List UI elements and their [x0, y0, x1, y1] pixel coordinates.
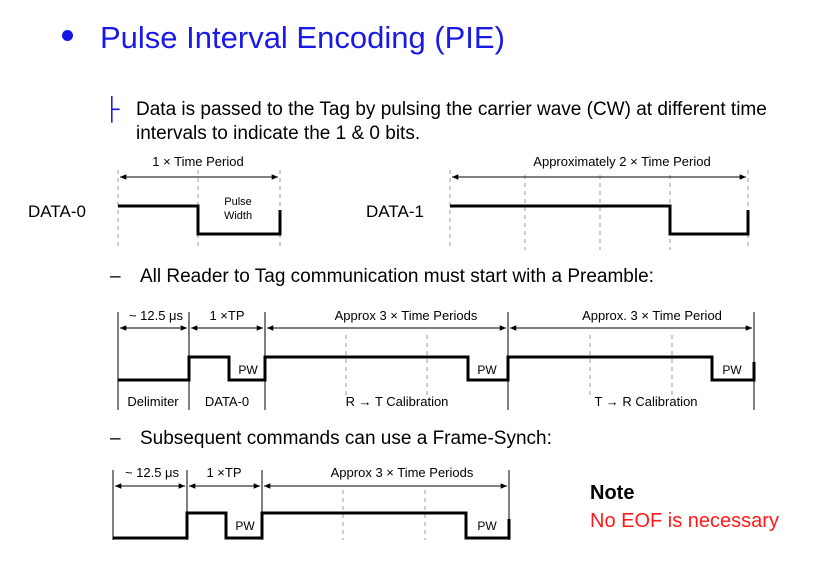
framesync-tp-span: 1 ×TP: [206, 465, 241, 480]
preamble-rtcal-span: Approx 3 × Time Periods: [335, 308, 478, 323]
data1-span-label: Approximately 2 × Time Period: [533, 154, 710, 169]
data0-diagram: 1 × Time Period Pulse Width: [117, 154, 282, 250]
note-text: No EOF is necessary: [590, 510, 779, 532]
framesync-heading: Subsequent commands can use a Frame-Sync…: [140, 428, 552, 449]
preamble-trcal-label: T → R Calibration: [594, 394, 697, 409]
data1-diagram: Approximately 2 × Time Period: [449, 154, 750, 250]
intro-paragraph: Data is passed to the Tag by pulsing the…: [136, 98, 767, 146]
preamble-pw-3: PW: [722, 363, 742, 377]
preamble-tp-span: 1 ×TP: [209, 308, 244, 323]
data0-span-label: 1 × Time Period: [152, 154, 243, 169]
slide-title: Pulse Interval Encoding (PIE): [100, 20, 505, 55]
sub-bullet-icon: ├: [104, 96, 120, 121]
framesync-rtcal-span: Approx 3 × Time Periods: [331, 465, 474, 480]
data0-waveform: [118, 204, 282, 236]
preamble-waveform: [118, 355, 756, 382]
dash-bullet-preamble: –: [110, 266, 121, 287]
framesync-waveform: [113, 511, 511, 540]
data1-waveform: [450, 204, 750, 236]
framesync-pw-2: PW: [477, 519, 497, 533]
note-heading: Note: [590, 482, 635, 504]
preamble-heading: All Reader to Tag communication must sta…: [140, 266, 654, 287]
data0-pulse-label-2: Width: [224, 210, 252, 222]
framesync-diagram: ~ 12.5 μs 1 ×TP Approx 3 × Time Periods …: [112, 465, 511, 540]
preamble-pw-1: PW: [238, 363, 258, 377]
data0-label: DATA-0: [28, 202, 86, 221]
bullet-icon: [62, 30, 73, 41]
preamble-pw-2: PW: [477, 363, 497, 377]
preamble-data0-label: DATA-0: [205, 394, 249, 409]
data1-label: DATA-1: [366, 202, 424, 221]
intro-line-1: Data is passed to the Tag by pulsing the…: [136, 99, 767, 120]
intro-line-2: intervals to indicate the 1 & 0 bits.: [136, 123, 421, 144]
preamble-diagram: ~ 12.5 μs 1 ×TP Approx 3 × Time Periods …: [117, 308, 756, 410]
framesync-pw-1: PW: [235, 519, 255, 533]
preamble-delim-span: ~ 12.5 μs: [129, 308, 184, 323]
framesync-delim-span: ~ 12.5 μs: [125, 465, 180, 480]
preamble-rtcal-label: R → T Calibration: [346, 394, 449, 409]
preamble-trcal-span: Approx. 3 × Time Period: [582, 308, 722, 323]
preamble-delimiter-label: Delimiter: [127, 394, 179, 409]
dash-bullet-framesync: –: [110, 428, 121, 449]
data0-pulse-label-1: Pulse: [224, 196, 252, 208]
